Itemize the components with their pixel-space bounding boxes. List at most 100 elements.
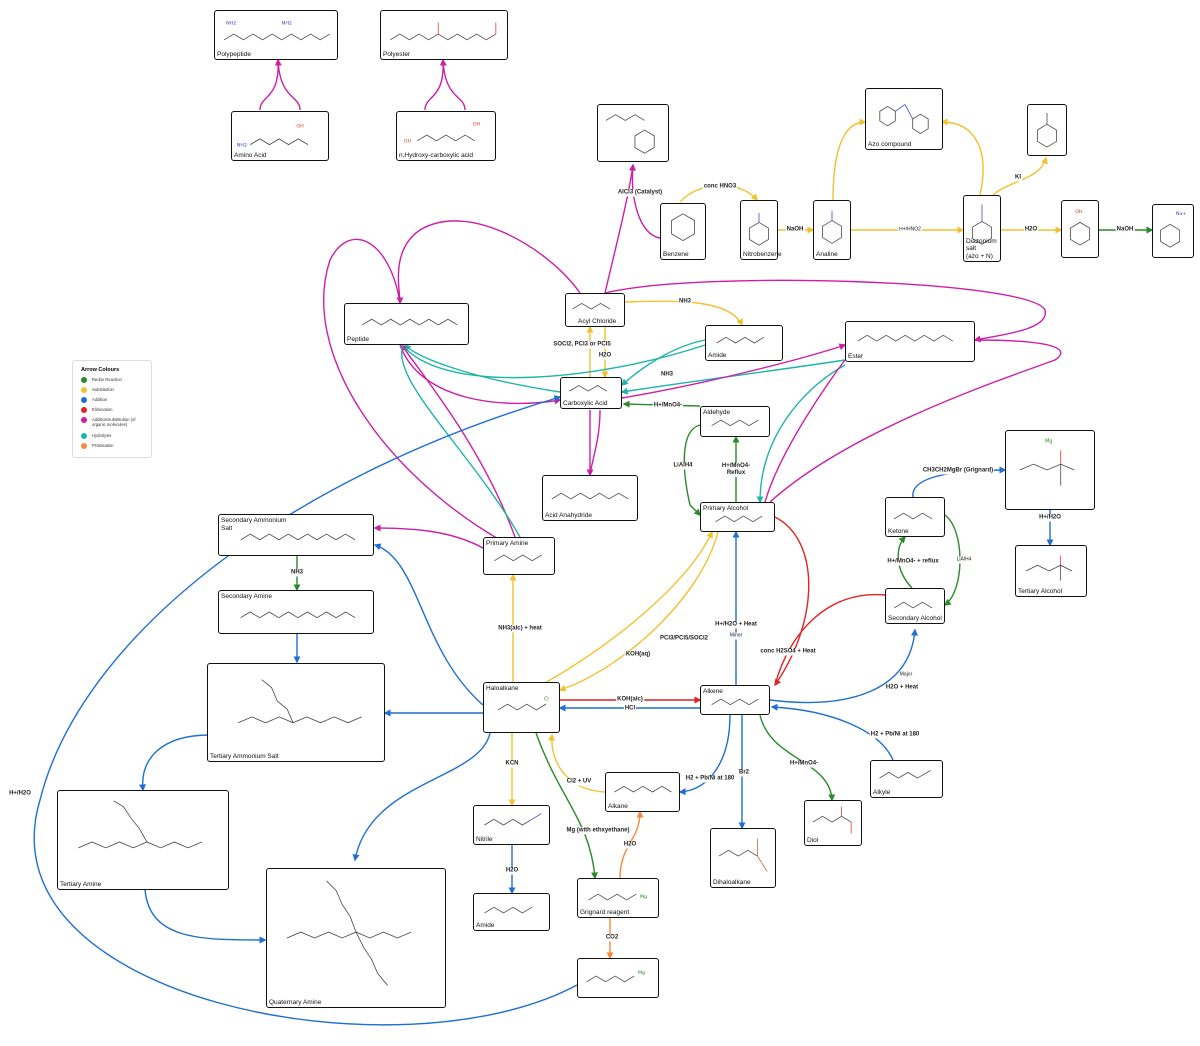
arrow-acylchloride-to-ester bbox=[604, 279, 1046, 343]
edge-label-socl2: SOCl2, PCl3 or PCl5 bbox=[552, 341, 612, 349]
box-grignard-carboxylate[interactable]: Mg bbox=[577, 958, 659, 998]
legend-label: Elimination bbox=[92, 407, 113, 413]
mg-label: Mg bbox=[1045, 439, 1052, 445]
arrow-amine-loop-peptide bbox=[322, 238, 501, 541]
box-tertiary-alcohol[interactable]: Tertiary Alcohol bbox=[1015, 545, 1087, 597]
label-ester: Ester bbox=[848, 352, 864, 360]
box-amide-bottom[interactable]: Amide bbox=[473, 893, 550, 931]
arrow-alkyne-to-alkene bbox=[770, 703, 894, 761]
label-polypeptide: Polypeptide bbox=[217, 50, 251, 58]
edge-label-h-h2o-1: H+/H2O bbox=[1038, 514, 1062, 522]
edge-label-h2o-heat: H2O + Heat bbox=[884, 684, 920, 692]
molecule-tertiary-alcohol bbox=[1025, 555, 1073, 581]
box-haloalkane[interactable]: Cl Haloalkane bbox=[483, 682, 560, 733]
box-peptide[interactable]: Peptide bbox=[344, 303, 469, 345]
box-aniline[interactable]: Analine bbox=[813, 200, 851, 260]
box-diazonium[interactable]: Diazonium salt (azo + N) bbox=[963, 195, 1001, 262]
molecule-polyester bbox=[390, 22, 497, 41]
molecule-tertiary-amine bbox=[78, 800, 202, 849]
molecule-acyl-chloride bbox=[572, 302, 611, 310]
box-secondary-ammonium[interactable]: Secondary Ammonium Salt bbox=[218, 514, 374, 556]
box-azo[interactable]: Azo compound bbox=[865, 88, 943, 150]
box-amide-top[interactable]: Amide bbox=[705, 325, 783, 361]
legend-item-protonation: Protonation bbox=[81, 443, 113, 449]
box-alkyne[interactable]: Alkyle bbox=[870, 760, 943, 798]
box-aldehyde[interactable]: Aldehyde bbox=[700, 406, 770, 437]
edge-label-h-mno4-reflux-2: H+/MnO4- + reflux bbox=[886, 558, 940, 566]
box-secondary-amine[interactable]: Secondary Amine bbox=[218, 590, 374, 634]
molecule-amide-bottom bbox=[484, 906, 533, 914]
molecule-tertiary-ammonium bbox=[238, 679, 362, 724]
box-alkene[interactable]: Alkene bbox=[700, 685, 770, 715]
arrow-halo-to-secammonium bbox=[373, 543, 484, 706]
edge-label-lialh4-1: LiAlH4 bbox=[672, 462, 694, 470]
molecule-secondary-alcohol bbox=[894, 601, 933, 609]
box-dihaloalkane[interactable]: Dihaloalkane bbox=[710, 828, 776, 888]
box-grignard-adduct[interactable]: Mg bbox=[1005, 430, 1095, 510]
box-ester[interactable]: Ester bbox=[845, 321, 975, 362]
legend-swatch bbox=[81, 433, 87, 439]
box-ketone[interactable]: Ketone bbox=[885, 497, 945, 537]
arrow-alkene-to-diol bbox=[759, 714, 836, 802]
box-toluene[interactable] bbox=[1027, 104, 1067, 156]
edge-label-nh3-alc: NH3(alc) + heat bbox=[497, 625, 543, 633]
arrow-halo-to-alcohol bbox=[544, 530, 713, 684]
edge-label-h2-pd-180-b: H2 + Pb/Ni at 180 bbox=[684, 775, 736, 783]
box-phenol[interactable]: OH bbox=[1061, 200, 1099, 258]
box-primary-alcohol[interactable]: Primary Alcohol bbox=[700, 502, 775, 532]
box-nitrobenzene[interactable]: Nitrobenzene bbox=[740, 200, 782, 260]
legend-label: Substitution bbox=[92, 387, 114, 393]
box-tertiary-ammonium[interactable]: Tertiary Ammonium Salt bbox=[207, 663, 385, 762]
molecule-grignard-adduct: Mg bbox=[1019, 439, 1075, 486]
label-tertiary-ammonium: Tertiary Ammonium Salt bbox=[210, 752, 279, 760]
box-acyl-chloride[interactable]: Acyl Chloride bbox=[565, 293, 625, 327]
legend-item-hydrolysis: Hydrolysis bbox=[81, 433, 111, 439]
box-polyester[interactable]: Polyester bbox=[380, 10, 508, 60]
molecule-ketone bbox=[893, 512, 933, 520]
label-polyester: Polyester bbox=[383, 50, 411, 58]
legend-swatch bbox=[81, 417, 87, 423]
legend-swatch bbox=[81, 407, 87, 413]
label-tertiary-amine: Tertiary Amine bbox=[60, 880, 102, 888]
box-acid-anhydride[interactable]: Acid Anahydride bbox=[542, 475, 638, 521]
arrow-peptide-to-acid bbox=[399, 344, 562, 405]
box-secondary-alcohol[interactable]: Secondary Alcohol bbox=[885, 588, 945, 624]
arrow-acylchloride-loop-peptide bbox=[396, 220, 581, 305]
arrow-acylchloride-to-amide bbox=[624, 300, 743, 327]
edge-label-co2: CO2 bbox=[604, 934, 620, 942]
box-primary-amine[interactable]: Primary Amine bbox=[483, 537, 555, 575]
edge-label-h2o-2: H2O bbox=[597, 352, 613, 360]
label-primary-alcohol: Primary Alcohol bbox=[703, 505, 749, 512]
box-tertiary-amine[interactable]: Tertiary Amine bbox=[57, 790, 229, 890]
nh2-label: NH2 bbox=[237, 143, 247, 149]
molecule-grignard-reagent: Mg bbox=[588, 893, 647, 901]
arrow-amine-to-peptide bbox=[401, 343, 516, 538]
legend-label: Addition/substitution (of organic molecu… bbox=[92, 417, 136, 427]
arrow-ester-to-alcohol bbox=[756, 364, 846, 504]
molecule-grignard-carboxylate: Mg bbox=[586, 970, 645, 983]
legend-item-substitution: Substitution bbox=[81, 387, 114, 393]
edge-label-h2o-1: H2O bbox=[1023, 226, 1039, 234]
box-diol[interactable]: Diol bbox=[804, 800, 862, 846]
arrow-diazonium-to-toluene bbox=[992, 156, 1048, 196]
label-carboxylic-acid: Carboxylic Acid bbox=[563, 399, 608, 407]
box-nitrile[interactable]: Nitrile bbox=[473, 805, 550, 845]
oh-label: OH bbox=[296, 123, 304, 129]
box-alkane[interactable]: Alkane bbox=[605, 772, 680, 812]
box-acyl-benzene[interactable] bbox=[597, 104, 669, 162]
box-carboxylic-acid[interactable]: Carboxylic Acid bbox=[560, 377, 622, 409]
edge-label-conc-h2so4: conc H2SO4 + Heat bbox=[759, 648, 817, 656]
edge-label-cl2-uv: Cl2 + UV bbox=[565, 778, 593, 786]
box-grignard-reagent[interactable]: Mg Grignard reagent bbox=[577, 878, 659, 918]
box-phenoxide[interactable]: Na+ bbox=[1152, 204, 1194, 258]
molecule-diol bbox=[812, 806, 852, 834]
edge-label-h-mno4-diol: H+/MnO4- bbox=[788, 760, 820, 768]
box-quaternary-amine[interactable]: Quaternary Amine bbox=[266, 868, 446, 1008]
edge-label-mg-ether: Mg (with ethxyethane) bbox=[565, 827, 631, 835]
box-benzene[interactable]: Benzene bbox=[660, 203, 706, 260]
legend-label: Hydrolysis bbox=[92, 433, 112, 439]
